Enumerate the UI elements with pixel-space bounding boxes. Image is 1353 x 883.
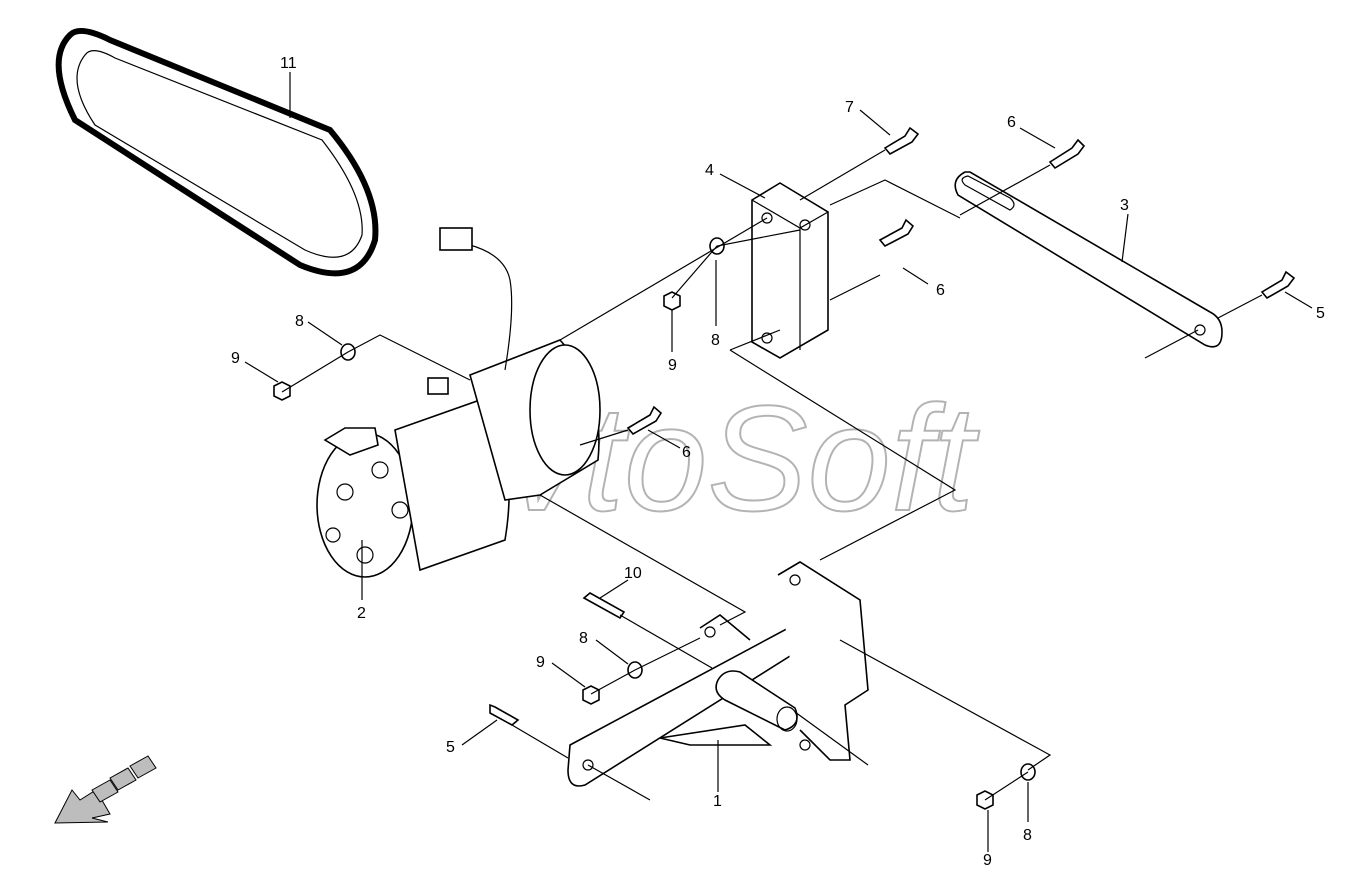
callout-3: 3: [1120, 197, 1129, 214]
callout-labels: 11 2 3 4 7 6 6 6 5 5 8 9 8 9 10 8 9 1 8 …: [231, 55, 1325, 869]
bolt-6-middle: [878, 218, 915, 248]
callout-7: 7: [845, 99, 854, 116]
part-2-compressor: [316, 227, 601, 578]
bolt-6-upper: [1048, 138, 1086, 170]
callout-4: 4: [705, 162, 714, 179]
callout-8-bracket: 8: [711, 332, 720, 349]
callout-5-bracket: 5: [446, 739, 455, 756]
callout-8-lower: 8: [1023, 827, 1032, 844]
callout-2: 2: [357, 605, 366, 622]
bolt-6-compressor: [626, 405, 663, 436]
callout-leaders: [244, 72, 1313, 852]
callout-9-lower: 9: [983, 852, 992, 869]
callout-9-bracket: 9: [668, 357, 677, 374]
part-1-mount-bracket: [567, 561, 869, 787]
callout-6-compressor: 6: [682, 444, 691, 461]
assembly-lines: [281, 149, 1263, 801]
bolt-5-strap: [1260, 270, 1296, 300]
bolt-10: [582, 592, 626, 620]
callout-9-mount: 9: [536, 654, 545, 671]
callout-6-upper: 6: [1007, 114, 1016, 131]
bolt-7: [883, 126, 920, 156]
direction-arrow-icon: [54, 755, 157, 824]
nut-9: [273, 291, 994, 810]
part-11-belt: [55, 28, 379, 277]
callout-11: 11: [280, 55, 297, 72]
part-4-bracket: [751, 182, 829, 359]
bolt-5-bracket: [489, 703, 520, 726]
callout-6-middle: 6: [936, 282, 945, 299]
callout-8-mount: 8: [579, 630, 588, 647]
part-3-adjust-strap: [954, 171, 1223, 348]
callout-8-compressor: 8: [295, 313, 304, 330]
callout-5-strap: 5: [1316, 305, 1325, 322]
callout-9-compressor: 9: [231, 350, 240, 367]
callout-10: 10: [624, 565, 642, 582]
callout-1: 1: [713, 793, 722, 810]
